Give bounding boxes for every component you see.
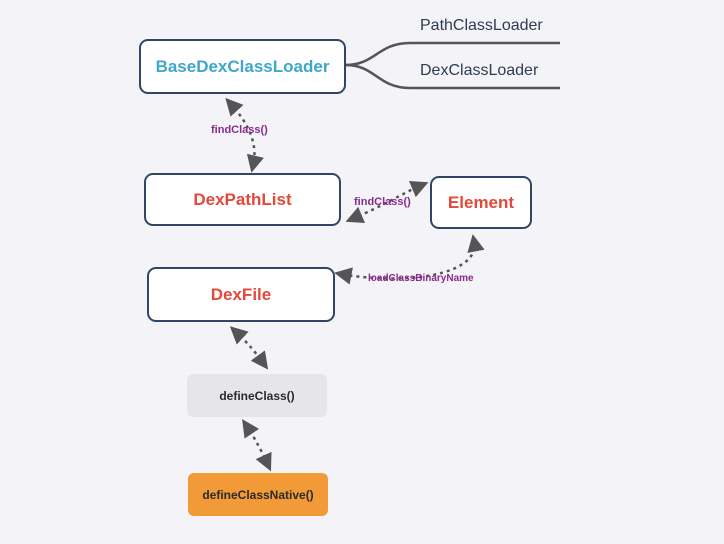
branch-label-path-class-loader: PathClassLoader bbox=[420, 17, 543, 34]
node-define-class-native-label: defineClassNative() bbox=[202, 487, 314, 502]
node-base-dex-class-loader-label: BaseDexClassLoader bbox=[155, 56, 330, 76]
arrow-dexpathlist-to-element bbox=[345, 181, 429, 223]
node-dex-file-label: DexFile bbox=[210, 284, 272, 304]
branch-line-dex-class-loader bbox=[345, 63, 560, 90]
edge-label-find-class-2: findClass() bbox=[354, 196, 411, 208]
node-dex-file[interactable]: DexFile bbox=[147, 267, 335, 322]
node-element-label: Element bbox=[447, 192, 515, 212]
branch-line-path-class-loader bbox=[345, 41, 560, 67]
node-define-class-label: defineClass() bbox=[219, 388, 295, 403]
node-element[interactable]: Element bbox=[430, 176, 532, 229]
edge-label-find-class-1: findClass() bbox=[211, 124, 268, 136]
branch-label-dex-class-loader: DexClassLoader bbox=[420, 62, 539, 79]
node-define-class[interactable]: defineClass() bbox=[187, 374, 327, 417]
arrow-defineclass-to-native bbox=[242, 419, 272, 472]
node-base-dex-class-loader[interactable]: BaseDexClassLoader bbox=[139, 39, 346, 94]
node-dex-path-list[interactable]: DexPathList bbox=[144, 173, 341, 226]
node-define-class-native[interactable]: defineClassNative() bbox=[188, 473, 328, 516]
node-dex-path-list-label: DexPathList bbox=[193, 189, 292, 209]
arrow-dexfile-to-defineclass bbox=[229, 326, 269, 370]
arrow-element-to-dexfile bbox=[334, 234, 485, 285]
arrow-basedex-to-dexpathlist bbox=[225, 97, 264, 173]
edge-label-load-class-binary-name: loadClassBinaryName bbox=[368, 273, 474, 284]
